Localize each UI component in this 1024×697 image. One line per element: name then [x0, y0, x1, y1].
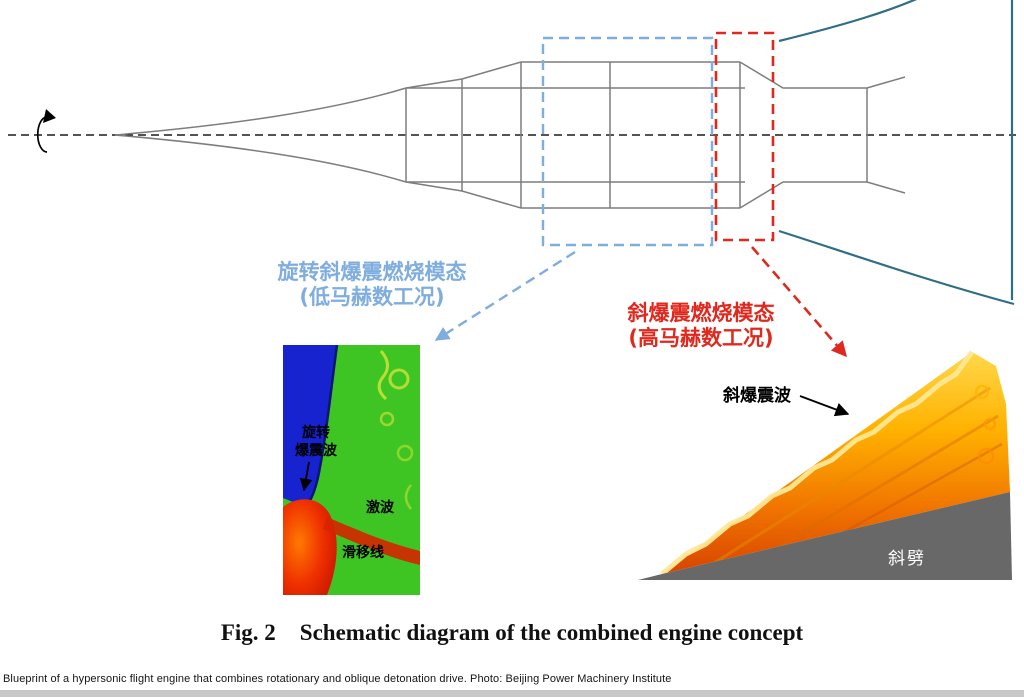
detonation-front-edge — [660, 350, 975, 576]
blue-dashed-region — [541, 36, 714, 247]
cfd-red-streak — [323, 517, 420, 565]
rotating-wave-arrow — [299, 461, 313, 492]
spike-bottom — [114, 134, 407, 183]
red-mode-label-line2: (高马赫数工况) — [628, 326, 773, 350]
wedge-label: 斜劈 — [888, 549, 926, 569]
bottom-gray-strip — [0, 690, 1024, 697]
cowl-bottom — [405, 181, 740, 209]
detonation-flame — [662, 352, 1010, 574]
wedge-ramp — [638, 492, 1012, 580]
bell-nozzle — [778, 0, 1015, 306]
oblique-wave-arrow — [799, 395, 850, 417]
left-cfd-inset: 旋转 爆震波 激波 滑移线 — [283, 345, 420, 595]
figure-number: Fig. 2 — [220, 620, 276, 645]
rotating-wave-label-line2: 爆震波 — [295, 442, 338, 459]
figure-canvas: 旋转斜爆震燃烧模态 (低马赫数工况) 斜爆震燃烧模态 (高马赫数工况) 旋转 爆… — [8, 0, 1016, 595]
aft-top — [739, 61, 906, 89]
blue-mode-label-line1: 旋转斜爆震燃烧模态 — [277, 260, 467, 284]
shock-wave-label: 激波 — [366, 499, 395, 516]
rotating-detonation-front — [304, 345, 339, 508]
red-dashed-region — [714, 31, 775, 242]
rotation-arrow-icon — [36, 109, 56, 153]
blue-dashed-arrow — [434, 250, 576, 342]
figure-caption: Fig. 2 Schematic diagram of the combined … — [0, 620, 1024, 646]
cfd-blue-region — [283, 345, 337, 507]
figure-title: Schematic diagram of the combined engine… — [299, 620, 804, 645]
rotating-wave-label-line1: 旋转 — [301, 424, 330, 441]
spike-top — [114, 87, 407, 136]
cfd-red-region — [283, 499, 337, 595]
red-mode-label-line1: 斜爆震燃烧模态 — [627, 301, 775, 325]
red-dashed-arrow — [751, 246, 848, 358]
right-cfd-inset: 斜劈 斜爆震波 — [638, 350, 1012, 580]
engine-schematic — [114, 61, 906, 209]
aft-bottom — [739, 181, 906, 209]
oblique-wave-label: 斜爆震波 — [722, 385, 792, 406]
slip-line-label: 滑移线 — [342, 544, 384, 561]
credit-line: Blueprint of a hypersonic flight engine … — [3, 673, 672, 685]
cowl-top — [405, 61, 740, 89]
blue-mode-label-line2: (低马赫数工况) — [299, 285, 444, 309]
